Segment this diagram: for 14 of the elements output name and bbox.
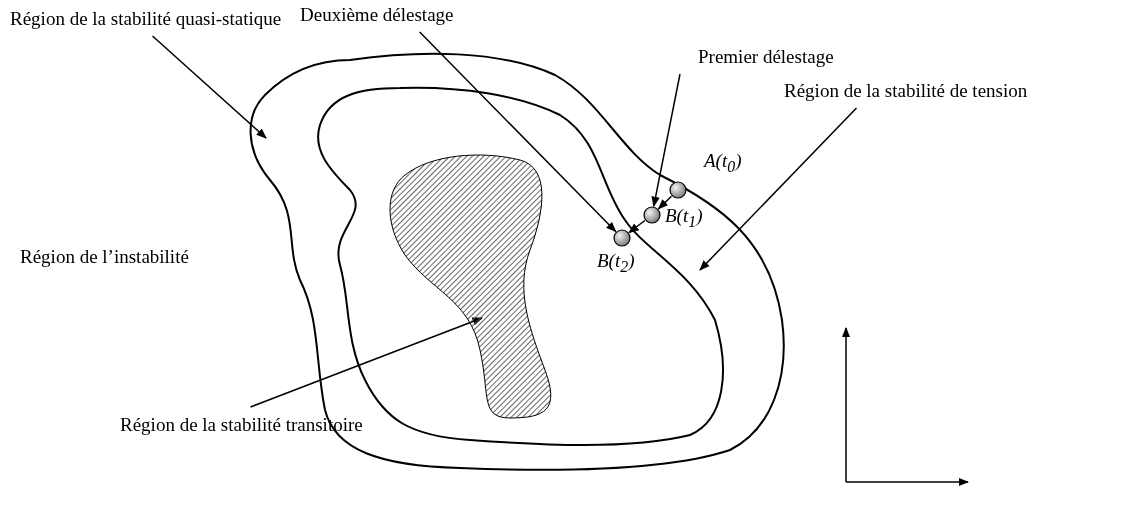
region-label: Région de la stabilité de tension bbox=[784, 80, 1074, 106]
leader-arrow bbox=[151, 35, 267, 139]
leader-arrow bbox=[418, 31, 617, 233]
point-label: A(t$_{0}$) bbox=[704, 150, 742, 176]
leader-arrow bbox=[699, 107, 858, 271]
region-label: Premier délestage bbox=[698, 46, 878, 72]
region-label: Région de l’instabilité bbox=[20, 246, 189, 268]
arrow bbox=[628, 219, 646, 234]
point-label: B(t$_{1}$) bbox=[665, 205, 703, 231]
leader-arrow bbox=[651, 73, 681, 208]
region-label: Région de la stabilité quasi-statique bbox=[10, 8, 295, 34]
point-label: B(t$_{2}$) bbox=[597, 250, 635, 276]
arrow bbox=[657, 195, 673, 210]
region-label: Deuxième délestage bbox=[300, 4, 490, 30]
